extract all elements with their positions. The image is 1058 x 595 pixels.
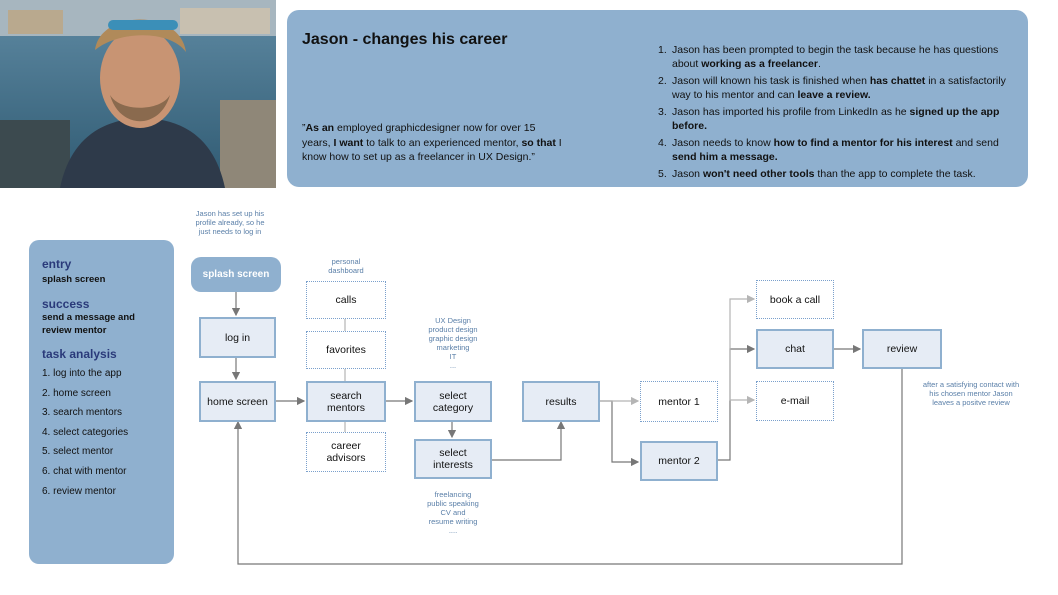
- persona-photo-illustration: [0, 0, 276, 188]
- persona-quote: ”As an employed graphicdesigner now for …: [302, 121, 562, 165]
- arrow-mentor2-chat: [718, 344, 756, 461]
- persona-photo: [0, 0, 276, 188]
- email-node: e-mail: [756, 381, 834, 421]
- task-item: 5.Jason won't need other tools than the …: [658, 168, 976, 180]
- task-analysis-list: 1. log into the app 2. home screen 3. se…: [42, 368, 128, 505]
- success-text-line-2: review mentor: [42, 325, 107, 336]
- arrow-results-mentor2: [600, 400, 640, 467]
- arrow-to-email: [729, 349, 756, 405]
- task-summary-panel: entry splash screen success send a messa…: [29, 240, 174, 564]
- task-item: 2.Jason will known his task is finished …: [658, 75, 1006, 101]
- list-item: 6. chat with mentor: [42, 465, 127, 477]
- quote-part-2: to talk to an experienced mentor,: [363, 136, 522, 149]
- results-node: results: [522, 381, 600, 422]
- task-item: 1.Jason has been prompted to begin the t…: [658, 44, 999, 70]
- task-analysis-heading: task analysis: [42, 347, 117, 361]
- persona-task-list: 1.Jason has been prompted to begin the t…: [650, 43, 1020, 184]
- book-a-call-node: book a call: [756, 280, 834, 319]
- mentor-1-node: mentor 1: [640, 381, 718, 422]
- review-node: review: [862, 329, 942, 369]
- quote-part-1: employed graphicdesigner now for over 15…: [302, 122, 536, 149]
- list-item: 5. select mentor: [42, 446, 114, 458]
- mentor-2-node: mentor 2: [640, 441, 718, 481]
- success-text-line-1: send a message and: [42, 312, 135, 323]
- success-heading: success: [42, 297, 90, 311]
- calls-node: calls: [306, 281, 386, 319]
- entry-heading: entry: [42, 257, 72, 271]
- list-item: 2. home screen: [42, 387, 111, 399]
- persona-title: Jason - changes his career: [302, 31, 508, 48]
- quote-mark: ”: [302, 122, 306, 134]
- task-item: 4.Jason needs to know how to find a ment…: [658, 137, 999, 163]
- task-item: 3.Jason has imported his profile from Li…: [658, 106, 1000, 132]
- quote-i-want: I want: [333, 136, 364, 149]
- quote-as-an: As an: [305, 122, 335, 134]
- list-item: 6. review mentor: [42, 485, 116, 497]
- list-item: 1. log into the app: [42, 368, 122, 379]
- quote-part-3: I know how to set up as a freelancer in …: [302, 136, 562, 164]
- list-item: 4. select categories: [42, 426, 129, 438]
- arrow-review-home: [233, 368, 903, 565]
- persona-panel: Jason - changes his career ”As an employ…: [287, 10, 1028, 187]
- favorites-node: favorites: [306, 331, 386, 369]
- log-in-node: log in: [199, 317, 276, 358]
- chat-node: chat: [756, 329, 834, 369]
- home-screen-node: home screen: [199, 381, 276, 422]
- arrow-interests-results: [491, 420, 566, 461]
- list-item: 3. search mentors: [42, 407, 123, 419]
- splash-screen-node: splash screen: [191, 257, 281, 292]
- quote-so-that: so that: [521, 136, 556, 149]
- entry-text: splash screen: [42, 274, 106, 285]
- arrow-to-book-call: [729, 294, 756, 349]
